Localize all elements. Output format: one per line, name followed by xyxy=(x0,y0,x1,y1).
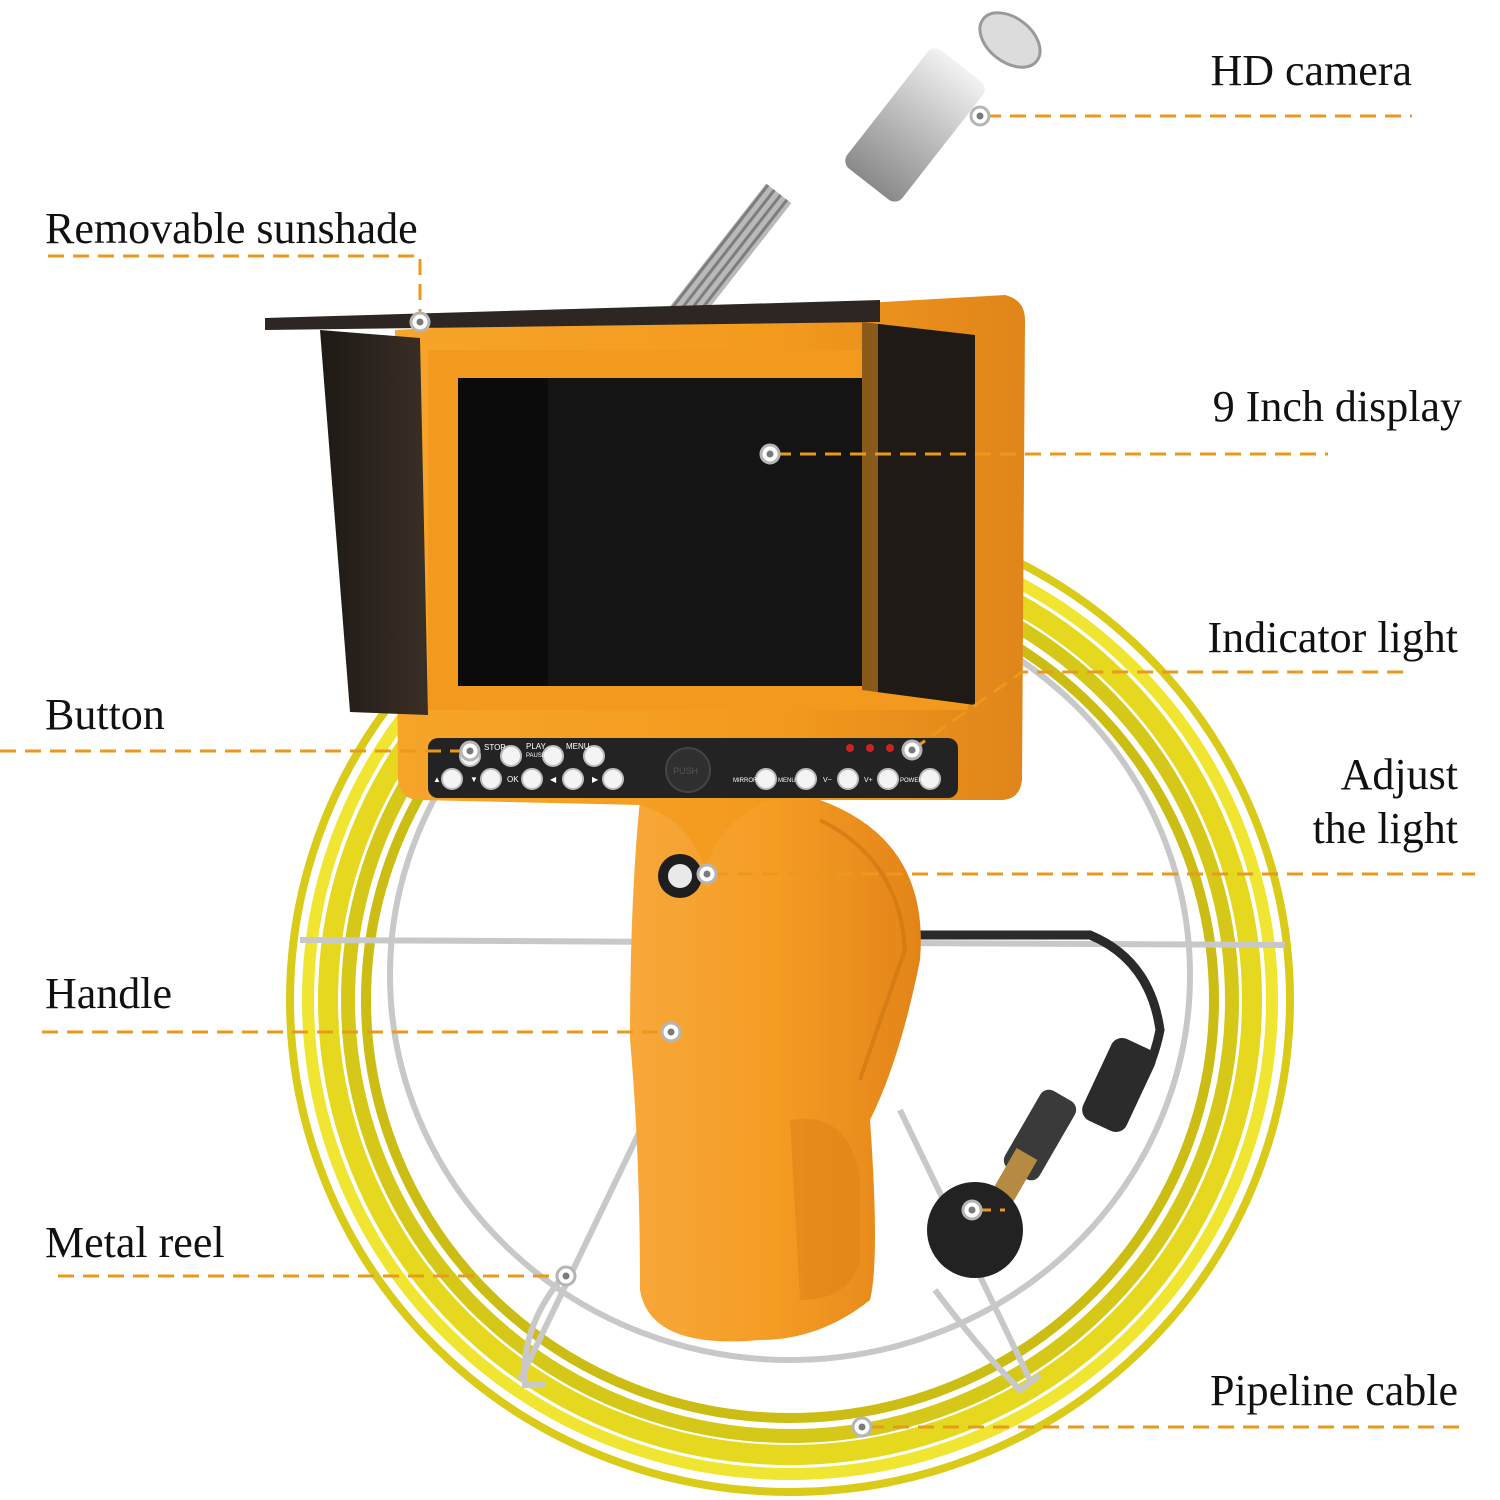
panel-button[interactable] xyxy=(755,768,777,790)
light-adjust-knob[interactable] xyxy=(658,854,702,898)
panel-label-power: POWER xyxy=(900,778,923,784)
panel-label-left: ◀ xyxy=(550,775,557,784)
leader-lines xyxy=(0,114,1475,1429)
panel-button[interactable] xyxy=(441,768,463,790)
anchor-sunshade xyxy=(409,311,431,333)
panel-label-stop: STOP xyxy=(484,743,506,752)
label-adjust-light: Adjust the light xyxy=(1313,748,1458,855)
panel-button[interactable] xyxy=(919,768,941,790)
panel-label-up: ▲ xyxy=(433,775,441,784)
label-button: Button xyxy=(45,690,165,739)
leader-sunshade xyxy=(48,254,422,322)
panel-button[interactable] xyxy=(602,768,624,790)
panel-button[interactable] xyxy=(583,745,605,767)
panel-label-ok: OK xyxy=(507,775,519,784)
connector-cable xyxy=(910,930,1165,1278)
anchor-hd-camera xyxy=(969,105,991,127)
panel-label-menu: MENU xyxy=(566,742,590,751)
panel-button[interactable] xyxy=(500,745,522,767)
leader-indicator xyxy=(911,670,1410,752)
anchor-handle xyxy=(660,1021,682,1043)
panel-label-push: PUSH xyxy=(673,766,698,776)
label-indicator-light: Indicator light xyxy=(1207,613,1459,662)
label-display: 9 Inch display xyxy=(1212,382,1462,431)
anchor-markers xyxy=(409,105,991,1438)
label-metal-reel: Metal reel xyxy=(45,1218,225,1267)
panel-button[interactable] xyxy=(562,768,584,790)
handle xyxy=(630,800,921,1342)
panel-label-pause: PAUSE xyxy=(526,753,546,759)
panel-button[interactable] xyxy=(877,768,899,790)
sunshade xyxy=(265,300,975,715)
anchor-metal-reel xyxy=(555,1265,577,1287)
label-adjust-line-2: the light xyxy=(1312,803,1458,853)
push-button[interactable] xyxy=(665,747,711,793)
label-pipeline-cable: Pipeline cable xyxy=(1209,1366,1458,1415)
panel-label-play: PLAY xyxy=(526,742,547,751)
panel-label-vol-down: V− xyxy=(823,777,832,784)
panel-label-menu-right: MENU xyxy=(778,778,796,784)
anchor-indicator xyxy=(901,739,923,761)
anchor-button xyxy=(459,740,481,762)
panel-button[interactable] xyxy=(542,745,564,767)
label-adjust-line-1: Adjust xyxy=(1340,750,1458,799)
panel-label-down: ▼ xyxy=(470,775,478,784)
label-handle: Handle xyxy=(45,969,173,1018)
label-removable-sunshade: Removable sunshade xyxy=(45,204,418,253)
panel-label-mirror: MIRROR xyxy=(733,778,758,784)
anchor-adjust-light xyxy=(696,863,718,885)
panel-button[interactable] xyxy=(521,768,543,790)
label-hd-camera: HD camera xyxy=(1210,46,1412,95)
anchor-display xyxy=(759,443,781,465)
panel-label-vol-up: V+ xyxy=(864,777,873,784)
panel-button[interactable] xyxy=(795,768,817,790)
anchor-connector xyxy=(961,1199,983,1221)
panel-button[interactable] xyxy=(837,768,859,790)
button-panel: STOP PLAY PAUSE MENU ▲ ▼ OK ◀ ▶ PUSH MIR… xyxy=(428,738,958,798)
indicator-leds xyxy=(846,744,894,752)
anchor-pipeline-cable xyxy=(851,1416,873,1438)
panel-button[interactable] xyxy=(480,768,502,790)
panel-label-right: ▶ xyxy=(592,775,599,784)
